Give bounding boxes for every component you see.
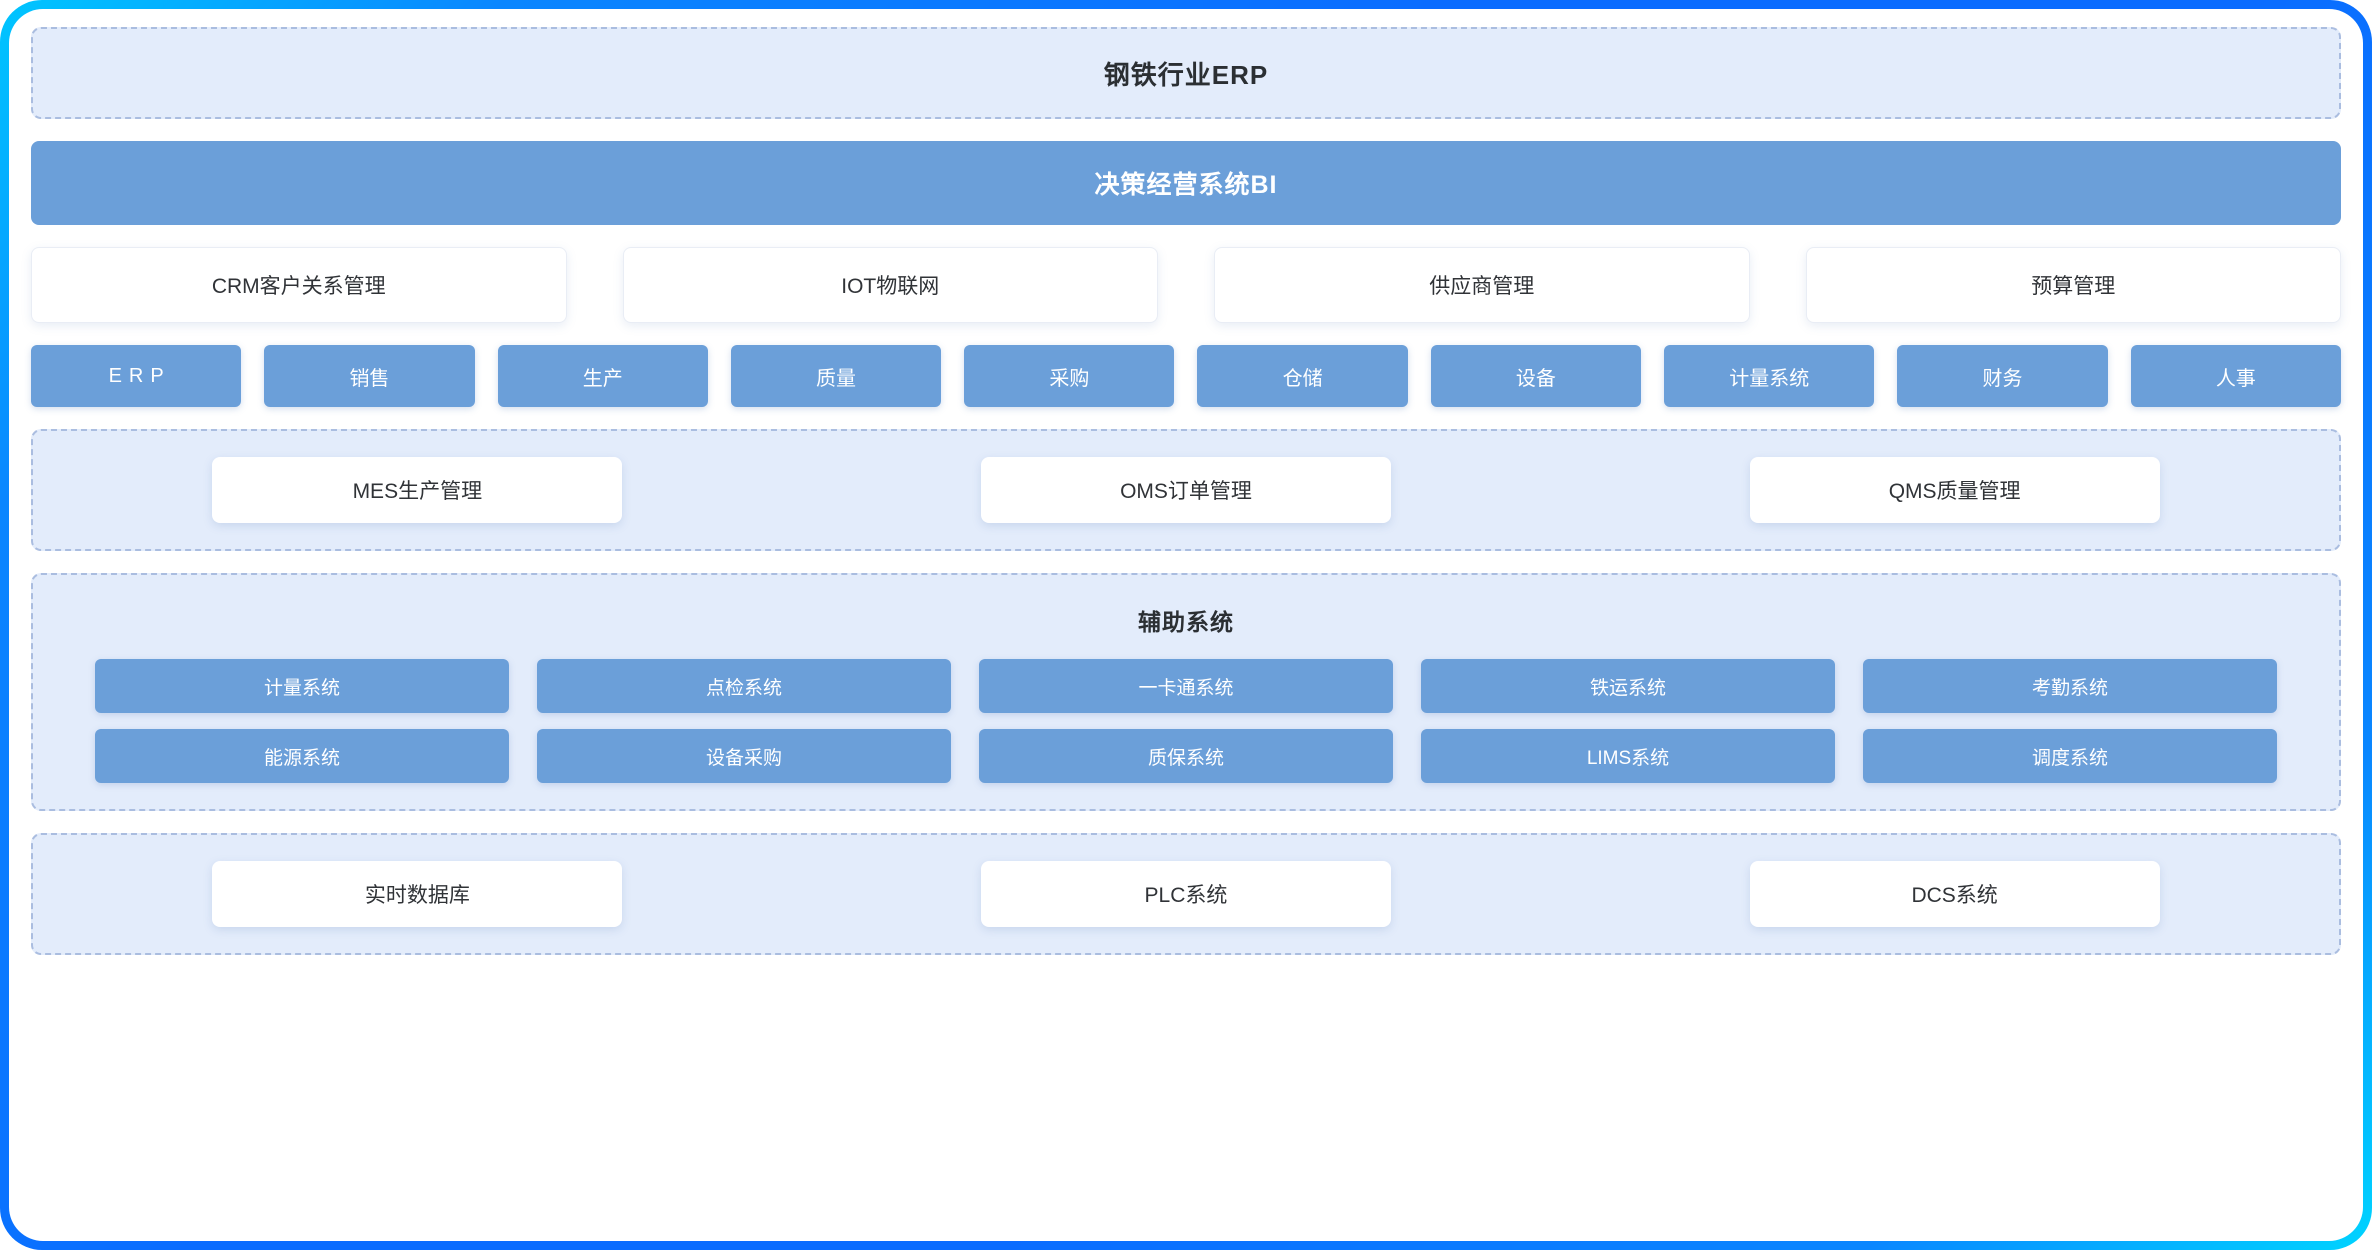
top-card-iot[interactable]: IOT物联网 [622, 247, 1158, 323]
aux-chip-metering[interactable]: 计量系统 [95, 659, 509, 713]
core-system-oms[interactable]: OMS订单管理 [980, 457, 1391, 523]
aux-chip-allinonecard[interactable]: 一卡通系统 [979, 659, 1393, 713]
aux-chip-label: 一卡通系统 [1138, 677, 1234, 699]
top-card-label: 预算管理 [2031, 275, 2116, 298]
aux-chip-label: 计量系统 [263, 677, 340, 699]
module-chip-label: 采购 [1049, 367, 1090, 390]
module-chip-label: ERP [108, 364, 171, 387]
spacer [31, 225, 2341, 247]
core-system-label: OMS订单管理 [1120, 480, 1252, 503]
module-chip-erp[interactable]: ERP [31, 345, 242, 407]
module-chip-label: 质量 [816, 367, 857, 390]
bi-band[interactable]: 决策经营系统BI [31, 141, 2341, 225]
aux-systems-grid: 计量系统 点检系统 一卡通系统 铁运系统 考勤系统 能源系统 设 [95, 659, 2277, 783]
top-card-budget[interactable]: 预算管理 [1805, 247, 2341, 323]
module-chip-row: ERP 销售 生产 质量 采购 仓储 设备 计量系统 [31, 345, 2341, 407]
bi-band-label: 决策经营系统BI [1094, 171, 1278, 199]
top-card-label: IOT物联网 [841, 275, 940, 298]
module-chip-label: 生产 [582, 367, 623, 390]
aux-chip-attendance[interactable]: 考勤系统 [1863, 659, 2277, 713]
module-chip-quality[interactable]: 质量 [730, 345, 942, 407]
top-card-row: CRM客户关系管理 IOT物联网 供应商管理 预算管理 [31, 247, 2341, 323]
spacer [31, 323, 2341, 345]
aux-chip-energy[interactable]: 能源系统 [95, 729, 509, 783]
aux-chip-label: 调度系统 [2031, 747, 2108, 769]
module-chip-label: 财务 [1982, 367, 2023, 390]
aux-chip-railtransport[interactable]: 铁运系统 [1421, 659, 1835, 713]
module-chip-sales[interactable]: 销售 [264, 345, 475, 407]
aux-systems-panel: 辅助系统 计量系统 点检系统 一卡通系统 铁运系统 考勤系统 能源系 [31, 573, 2341, 811]
diagram-canvas: 钢铁行业ERP 决策经营系统BI CRM客户关系管理 IOT物联网 供应商管理 … [9, 9, 2363, 1241]
top-card-label: CRM客户关系管理 [211, 275, 386, 298]
spacer [31, 811, 2341, 833]
aux-chip-equipment-purchase[interactable]: 设备采购 [537, 729, 951, 783]
module-chip-metering[interactable]: 计量系统 [1664, 345, 1875, 407]
aux-chip-label: 铁运系统 [1589, 677, 1666, 699]
base-system-label: DCS系统 [1911, 884, 1998, 907]
module-chip-label: 销售 [349, 367, 390, 390]
aux-section-title: 辅助系统 [1138, 609, 1234, 635]
page-title: 钢铁行业ERP [1103, 59, 1269, 90]
base-system-dcs[interactable]: DCS系统 [1749, 861, 2160, 927]
core-system-qms[interactable]: QMS质量管理 [1749, 457, 2160, 523]
spacer [31, 551, 2341, 573]
base-system-plc[interactable]: PLC系统 [980, 861, 1391, 927]
module-chip-hr[interactable]: 人事 [2130, 345, 2341, 407]
module-chip-label: 人事 [2215, 367, 2256, 390]
aux-chip-warranty[interactable]: 质保系统 [979, 729, 1393, 783]
base-system-realtime-db[interactable]: 实时数据库 [212, 861, 623, 927]
aux-chip-label: 质保系统 [1147, 747, 1224, 769]
top-card-supplier[interactable]: 供应商管理 [1214, 247, 1750, 323]
title-band: 钢铁行业ERP [31, 27, 2341, 119]
aux-chip-label: LIMS系统 [1586, 747, 1670, 769]
module-chip-label: 计量系统 [1729, 367, 1810, 390]
core-system-label: MES生产管理 [352, 480, 483, 503]
module-chip-label: 设备 [1515, 367, 1556, 390]
base-systems-panel: 实时数据库 PLC系统 DCS系统 [31, 833, 2341, 955]
spacer [31, 407, 2341, 429]
aux-chip-scheduling[interactable]: 调度系统 [1863, 729, 2277, 783]
module-chip-equipment[interactable]: 设备 [1430, 345, 1642, 407]
base-system-label: 实时数据库 [364, 884, 470, 907]
aux-chip-inspection[interactable]: 点检系统 [537, 659, 951, 713]
base-system-label: PLC系统 [1144, 884, 1228, 907]
module-chip-purchasing[interactable]: 采购 [964, 345, 1175, 407]
aux-chip-label: 考勤系统 [2031, 677, 2108, 699]
aux-chip-label: 设备采购 [705, 747, 782, 769]
module-chip-label: 仓储 [1282, 367, 1323, 390]
core-system-label: QMS质量管理 [1888, 480, 2021, 503]
core-system-mes[interactable]: MES生产管理 [212, 457, 623, 523]
module-chip-production[interactable]: 生产 [497, 345, 708, 407]
aux-chip-lims[interactable]: LIMS系统 [1421, 729, 1835, 783]
spacer [31, 119, 2341, 141]
aux-chip-label: 点检系统 [705, 677, 782, 699]
core-systems-panel: MES生产管理 OMS订单管理 QMS质量管理 [31, 429, 2341, 551]
module-chip-finance[interactable]: 财务 [1897, 345, 2108, 407]
top-card-label: 供应商管理 [1429, 275, 1535, 298]
aux-chip-label: 能源系统 [263, 747, 340, 769]
top-card-crm[interactable]: CRM客户关系管理 [31, 247, 567, 323]
module-chip-warehouse[interactable]: 仓储 [1197, 345, 1408, 407]
